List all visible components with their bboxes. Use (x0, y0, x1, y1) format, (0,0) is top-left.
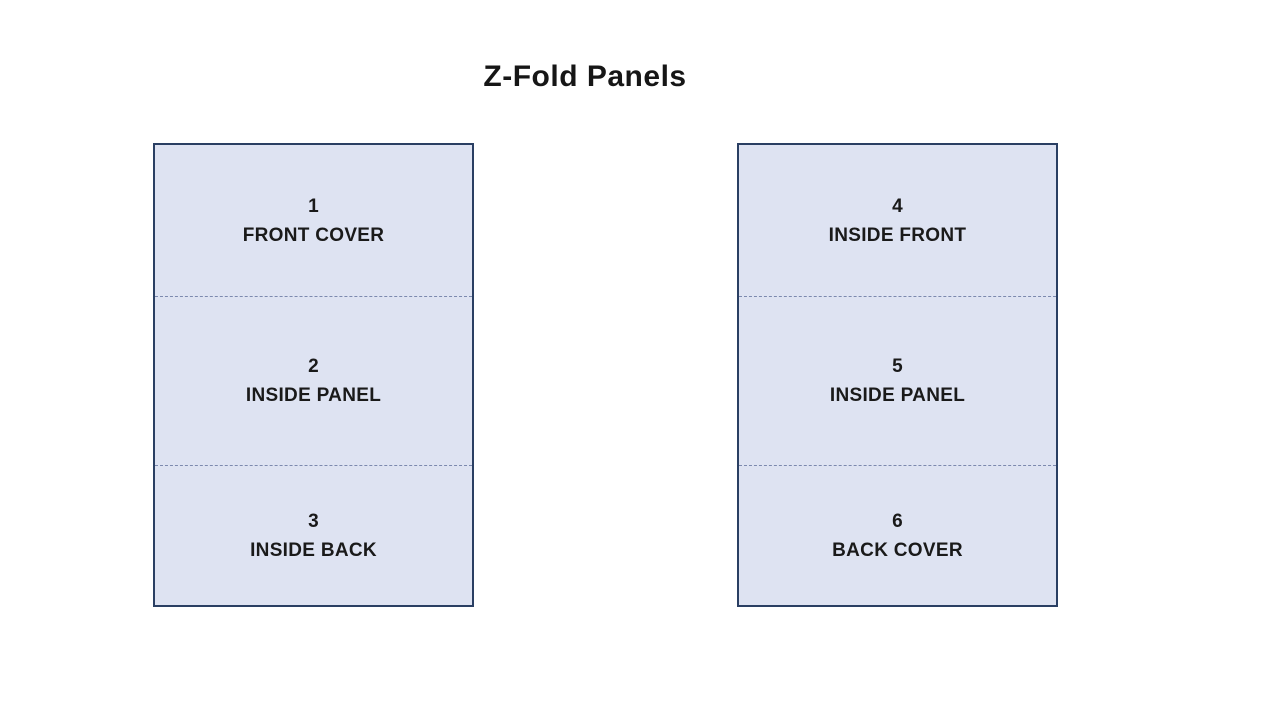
panel-label: FRONT COVER (242, 224, 385, 246)
sheet-back: 4 INSIDE FRONT 5 INSIDE PANEL 6 BACK COV… (737, 143, 1058, 607)
panel-label: INSIDE PANEL (829, 385, 966, 406)
panel-front-cover: 1 FRONT COVER (155, 145, 472, 296)
panel-number: 1 (308, 195, 319, 217)
panel-label: INSIDE BACK (250, 539, 377, 561)
panel-number: 3 (308, 510, 319, 532)
panel-number: 2 (308, 356, 319, 377)
panel-label: INSIDE PANEL (245, 385, 382, 406)
panel-inside-panel-right: 5 INSIDE PANEL (739, 296, 1056, 465)
panel-inside-back: 3 INSIDE BACK (155, 465, 472, 605)
panel-number: 6 (892, 510, 903, 532)
panel-inside-panel-left: 2 INSIDE PANEL (155, 296, 472, 465)
panel-number: 4 (892, 195, 903, 217)
panel-label: INSIDE FRONT (828, 224, 967, 246)
panel-back-cover: 6 BACK COVER (739, 465, 1056, 605)
diagram-title: Z-Fold Panels (483, 60, 687, 93)
sheet-front: 1 FRONT COVER 2 INSIDE PANEL 3 INSIDE BA… (153, 143, 474, 607)
panel-number: 5 (892, 356, 903, 377)
panel-inside-front: 4 INSIDE FRONT (739, 145, 1056, 296)
panel-label: BACK COVER (832, 539, 963, 561)
